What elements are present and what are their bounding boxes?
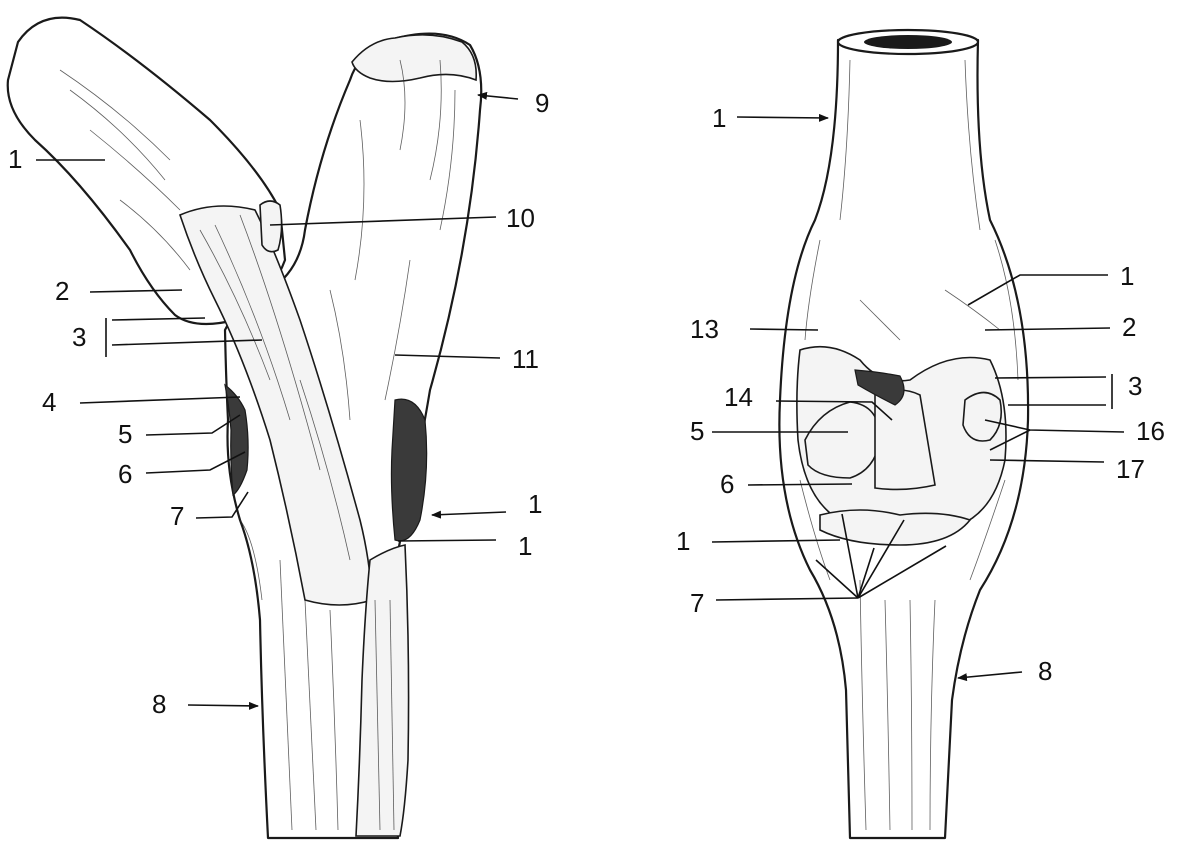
svg-text:7: 7 [690, 588, 704, 618]
svg-text:1: 1 [8, 144, 22, 174]
svg-text:3: 3 [1128, 371, 1142, 401]
left-label-1b: 1 [432, 489, 542, 519]
svg-text:1: 1 [528, 489, 542, 519]
left-label-9: 9 [478, 88, 549, 118]
svg-text:3: 3 [72, 322, 86, 352]
svg-text:17: 17 [1116, 454, 1145, 484]
right-label-8: 8 [958, 656, 1052, 686]
svg-text:8: 8 [152, 689, 166, 719]
svg-text:16: 16 [1136, 416, 1165, 446]
svg-text:7: 7 [170, 501, 184, 531]
svg-text:1: 1 [712, 103, 726, 133]
right-bone-canal [864, 35, 952, 49]
svg-text:13: 13 [690, 314, 719, 344]
svg-text:4: 4 [42, 387, 56, 417]
svg-text:2: 2 [55, 276, 69, 306]
svg-text:14: 14 [724, 382, 753, 412]
left-label-1c: 1 [398, 531, 532, 561]
left-label-8: 8 [152, 689, 258, 719]
svg-text:1: 1 [1120, 261, 1134, 291]
left-vertical-bone [225, 34, 481, 838]
svg-text:1: 1 [518, 531, 532, 561]
left-label-6: 6 [118, 452, 245, 489]
svg-text:1: 1 [676, 526, 690, 556]
svg-text:9: 9 [535, 88, 549, 118]
svg-text:6: 6 [118, 459, 132, 489]
svg-text:10: 10 [506, 203, 535, 233]
right-joint-figure: 1 1 2 3 13 14 5 16 [676, 30, 1165, 838]
svg-text:2: 2 [1122, 312, 1136, 342]
left-label-5: 5 [118, 415, 240, 449]
left-label-4: 4 [42, 387, 240, 417]
left-olecranon-cap [352, 35, 476, 82]
right-condyle-lateral [963, 393, 1001, 442]
svg-text:8: 8 [1038, 656, 1052, 686]
svg-text:5: 5 [118, 419, 132, 449]
right-label-1-top: 1 [712, 103, 828, 133]
svg-text:5: 5 [690, 416, 704, 446]
left-tendon-sheath [391, 399, 426, 541]
left-joint-figure: 1 2 3 4 5 6 7 8 [8, 18, 550, 838]
svg-text:11: 11 [512, 344, 539, 374]
svg-text:6: 6 [720, 469, 734, 499]
left-small-process [260, 201, 282, 252]
